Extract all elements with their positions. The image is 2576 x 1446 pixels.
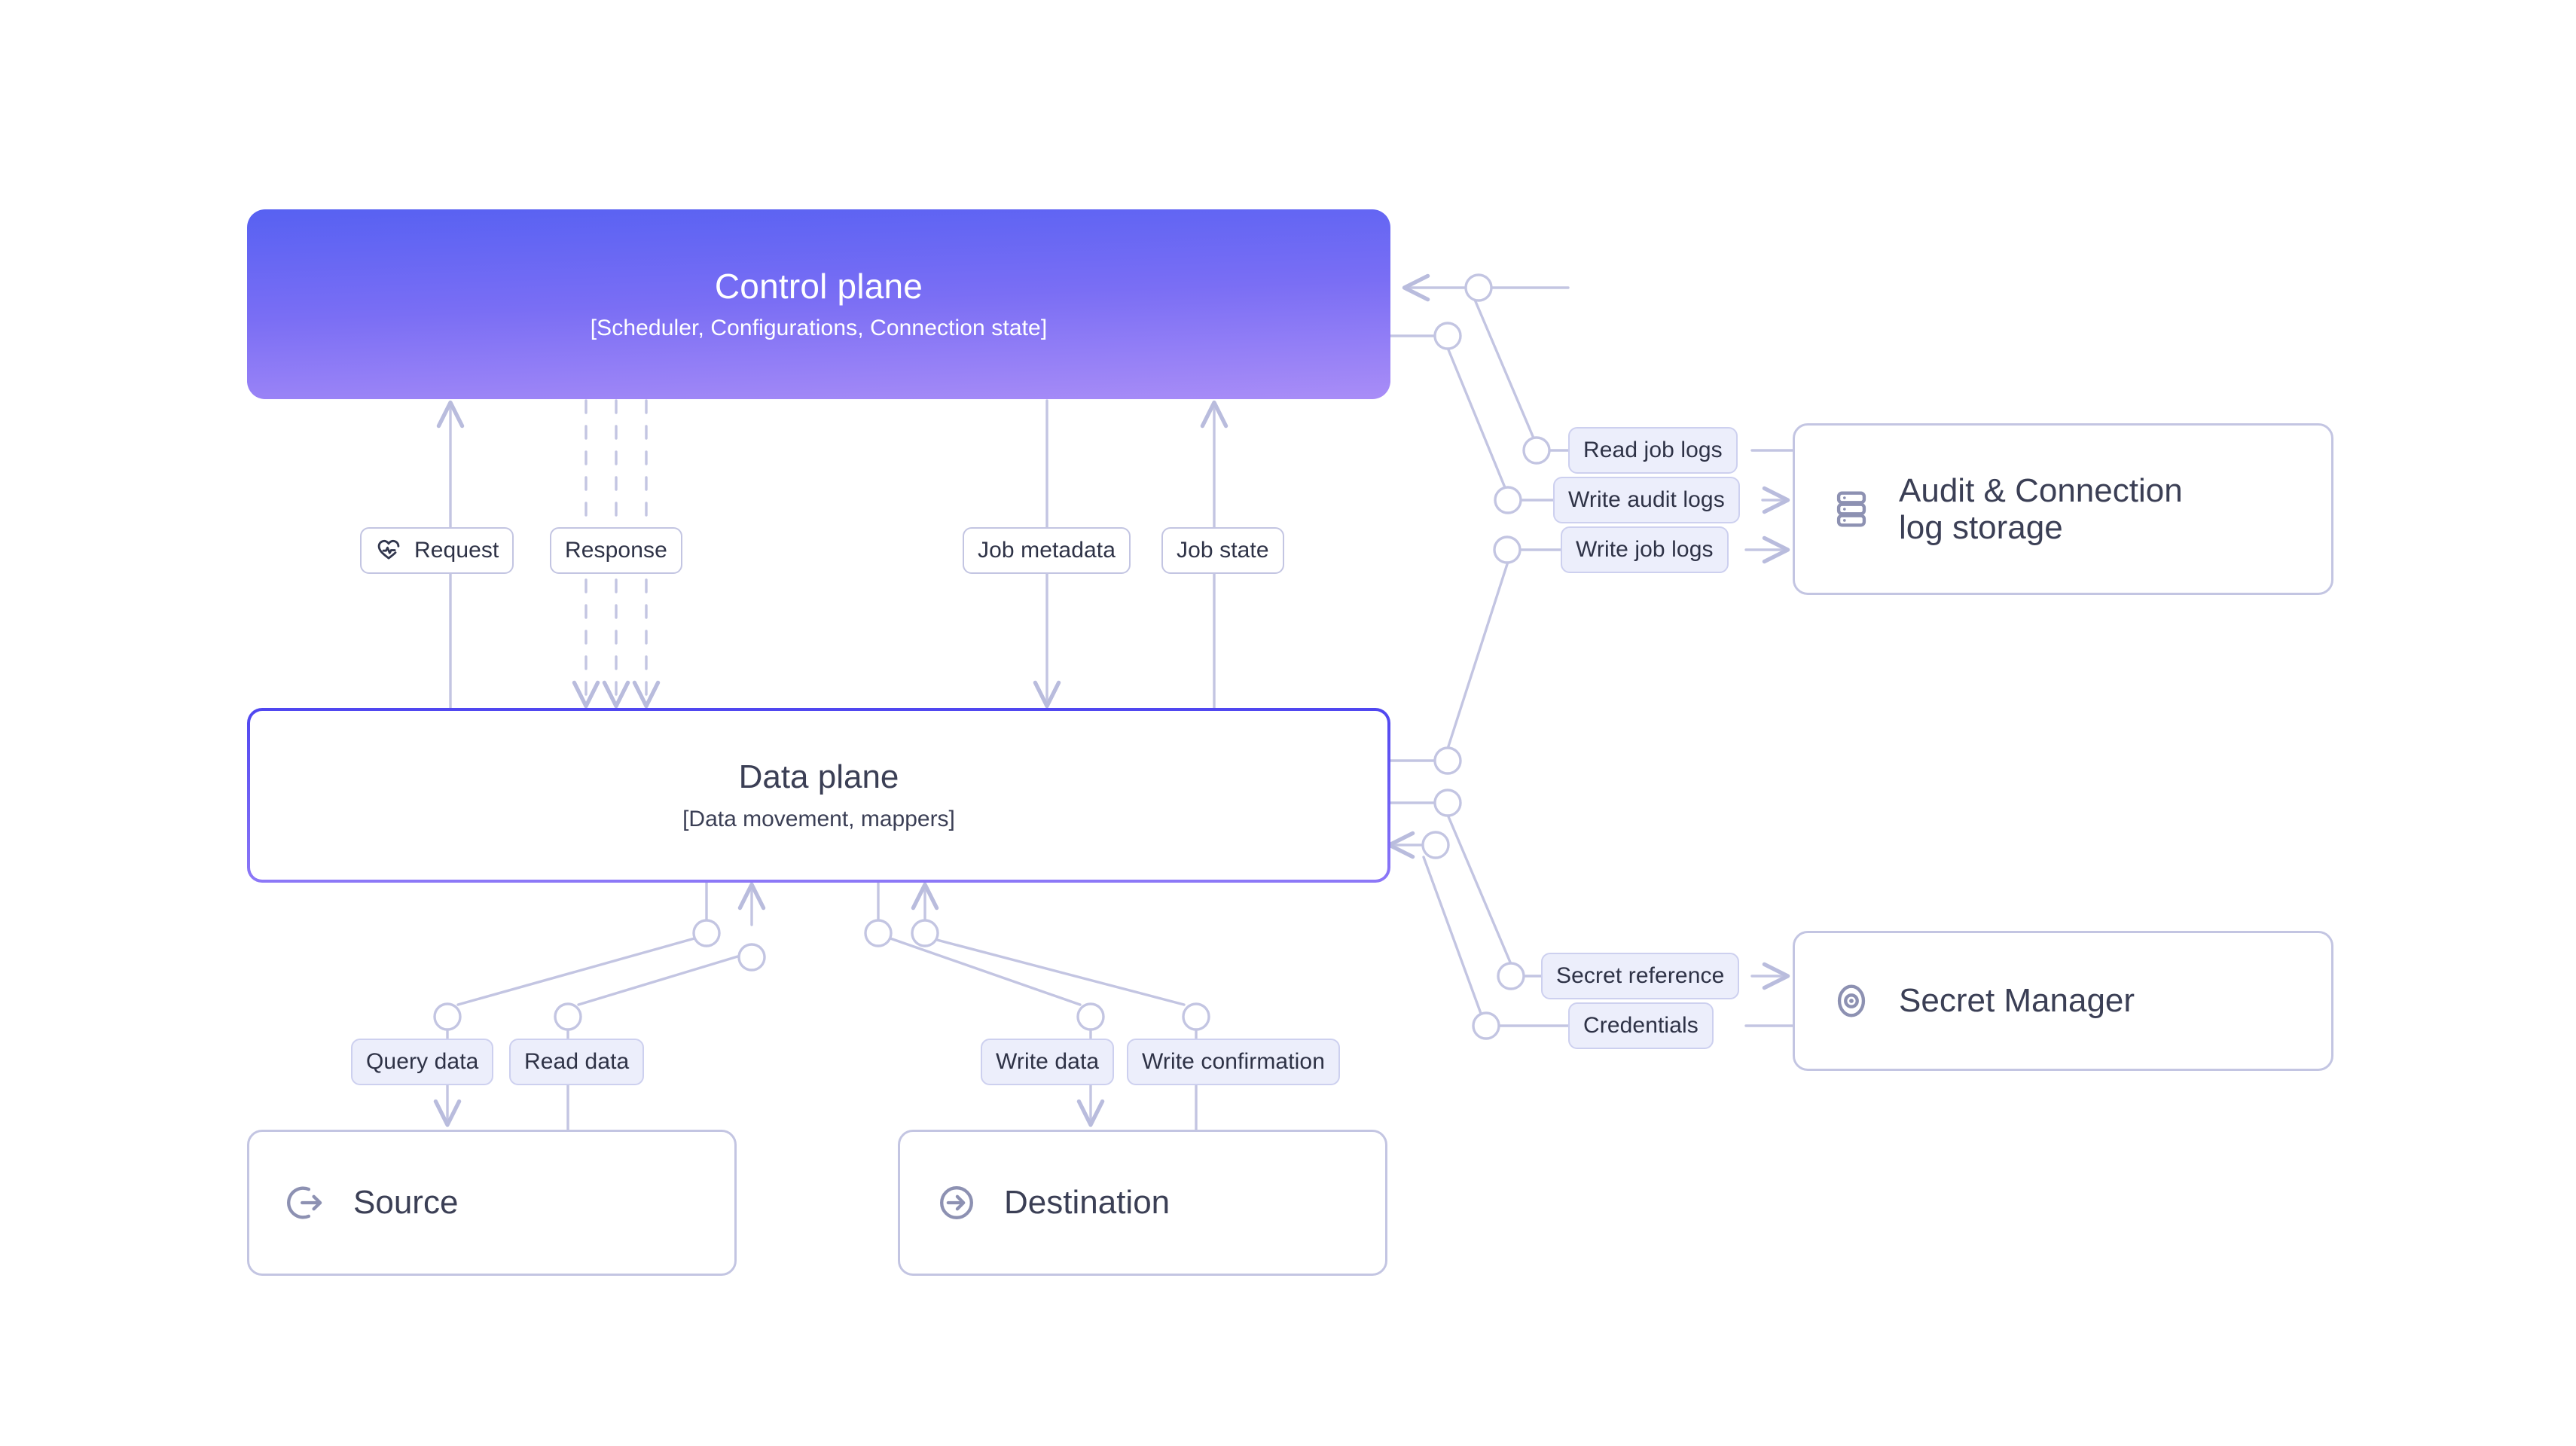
connector-dot	[1076, 1002, 1105, 1031]
data-plane-subtitle: [Data movement, mappers]	[682, 807, 955, 831]
edge-label-response-text: Response	[565, 538, 667, 563]
edge-label-credentials[interactable]: Credentials	[1568, 1002, 1714, 1049]
connector-dot	[1182, 1002, 1210, 1031]
edge-label-query-data-text: Query data	[366, 1049, 479, 1074]
edge-label-request-text: Request	[414, 538, 499, 563]
edge-label-write-job-logs-text: Write job logs	[1576, 537, 1714, 562]
connector-dot	[1433, 746, 1462, 775]
edge-label-request[interactable]: Request	[360, 527, 514, 574]
edge-label-secret-reference-text: Secret reference	[1556, 963, 1725, 988]
data-plane-title: Data plane	[738, 758, 899, 795]
connector-dot	[433, 1002, 462, 1031]
connector-dot	[1494, 486, 1522, 514]
edge-label-read-data[interactable]: Read data	[509, 1039, 645, 1085]
connector-dot	[1421, 831, 1450, 859]
edge-label-write-audit-logs[interactable]: Write audit logs	[1553, 477, 1740, 523]
edge-label-job-state-text: Job state	[1177, 538, 1269, 563]
secret-manager-node[interactable]: Secret Manager	[1793, 931, 2333, 1071]
edge-label-write-data-text: Write data	[996, 1049, 1100, 1074]
connector-dot	[1433, 322, 1462, 350]
edge-label-response[interactable]: Response	[550, 527, 682, 574]
edge-label-read-job-logs-text: Read job logs	[1583, 438, 1723, 462]
source-node[interactable]: Source	[247, 1130, 737, 1276]
connector-dot	[1472, 1011, 1500, 1040]
connector-dot	[911, 919, 939, 947]
connector-dot	[1433, 789, 1462, 817]
edge-label-write-confirmation[interactable]: Write confirmation	[1127, 1039, 1340, 1085]
connector-dot	[1522, 436, 1551, 465]
edge-label-job-metadata[interactable]: Job metadata	[963, 527, 1131, 574]
arrow-in-circle-icon	[935, 1181, 978, 1225]
audit-log-storage-node[interactable]: Audit & Connection log storage	[1793, 423, 2333, 595]
server-stack-icon	[1830, 487, 1873, 531]
edge-label-job-state[interactable]: Job state	[1161, 527, 1284, 574]
edge-label-write-job-logs[interactable]: Write job logs	[1561, 526, 1729, 573]
audit-title-line-1: Audit & Connection	[1899, 471, 2183, 509]
audit-log-storage-title: Audit & Connection log storage	[1899, 472, 2183, 547]
audit-title-line-2: log storage	[1899, 509, 2063, 546]
control-plane-subtitle: [Scheduler, Configurations, Connection s…	[590, 316, 1048, 341]
connector-dot	[1493, 535, 1521, 564]
data-plane-node[interactable]: Data plane [Data movement, mappers]	[247, 708, 1390, 883]
edge-label-read-data-text: Read data	[524, 1049, 630, 1074]
connector-dot	[1464, 273, 1493, 302]
edge-label-job-metadata-text: Job metadata	[978, 538, 1116, 563]
edge-label-write-audit-logs-text: Write audit logs	[1568, 487, 1725, 512]
destination-title: Destination	[1004, 1184, 1170, 1222]
edge-label-write-confirmation-text: Write confirmation	[1142, 1049, 1325, 1074]
destination-node[interactable]: Destination	[898, 1130, 1387, 1276]
connector-dot	[692, 919, 721, 947]
arrow-out-circle-icon	[284, 1181, 328, 1225]
connector-dot	[1497, 962, 1525, 990]
secret-manager-title: Secret Manager	[1899, 982, 2135, 1020]
control-plane-node[interactable]: Control plane [Scheduler, Configurations…	[247, 209, 1390, 399]
connector-dot	[554, 1002, 582, 1031]
connector-dot	[737, 943, 766, 972]
control-plane-title: Control plane	[714, 266, 923, 306]
edge-label-credentials-text: Credentials	[1583, 1013, 1699, 1038]
edge-label-query-data[interactable]: Query data	[351, 1039, 494, 1085]
eye-target-icon	[1830, 979, 1873, 1023]
heart-pulse-icon	[375, 537, 402, 564]
edge-label-write-data[interactable]: Write data	[981, 1039, 1115, 1085]
connector-dot	[864, 919, 893, 947]
edge-label-secret-reference[interactable]: Secret reference	[1541, 953, 1740, 999]
edge-label-read-job-logs[interactable]: Read job logs	[1568, 427, 1738, 474]
source-title: Source	[353, 1184, 459, 1222]
